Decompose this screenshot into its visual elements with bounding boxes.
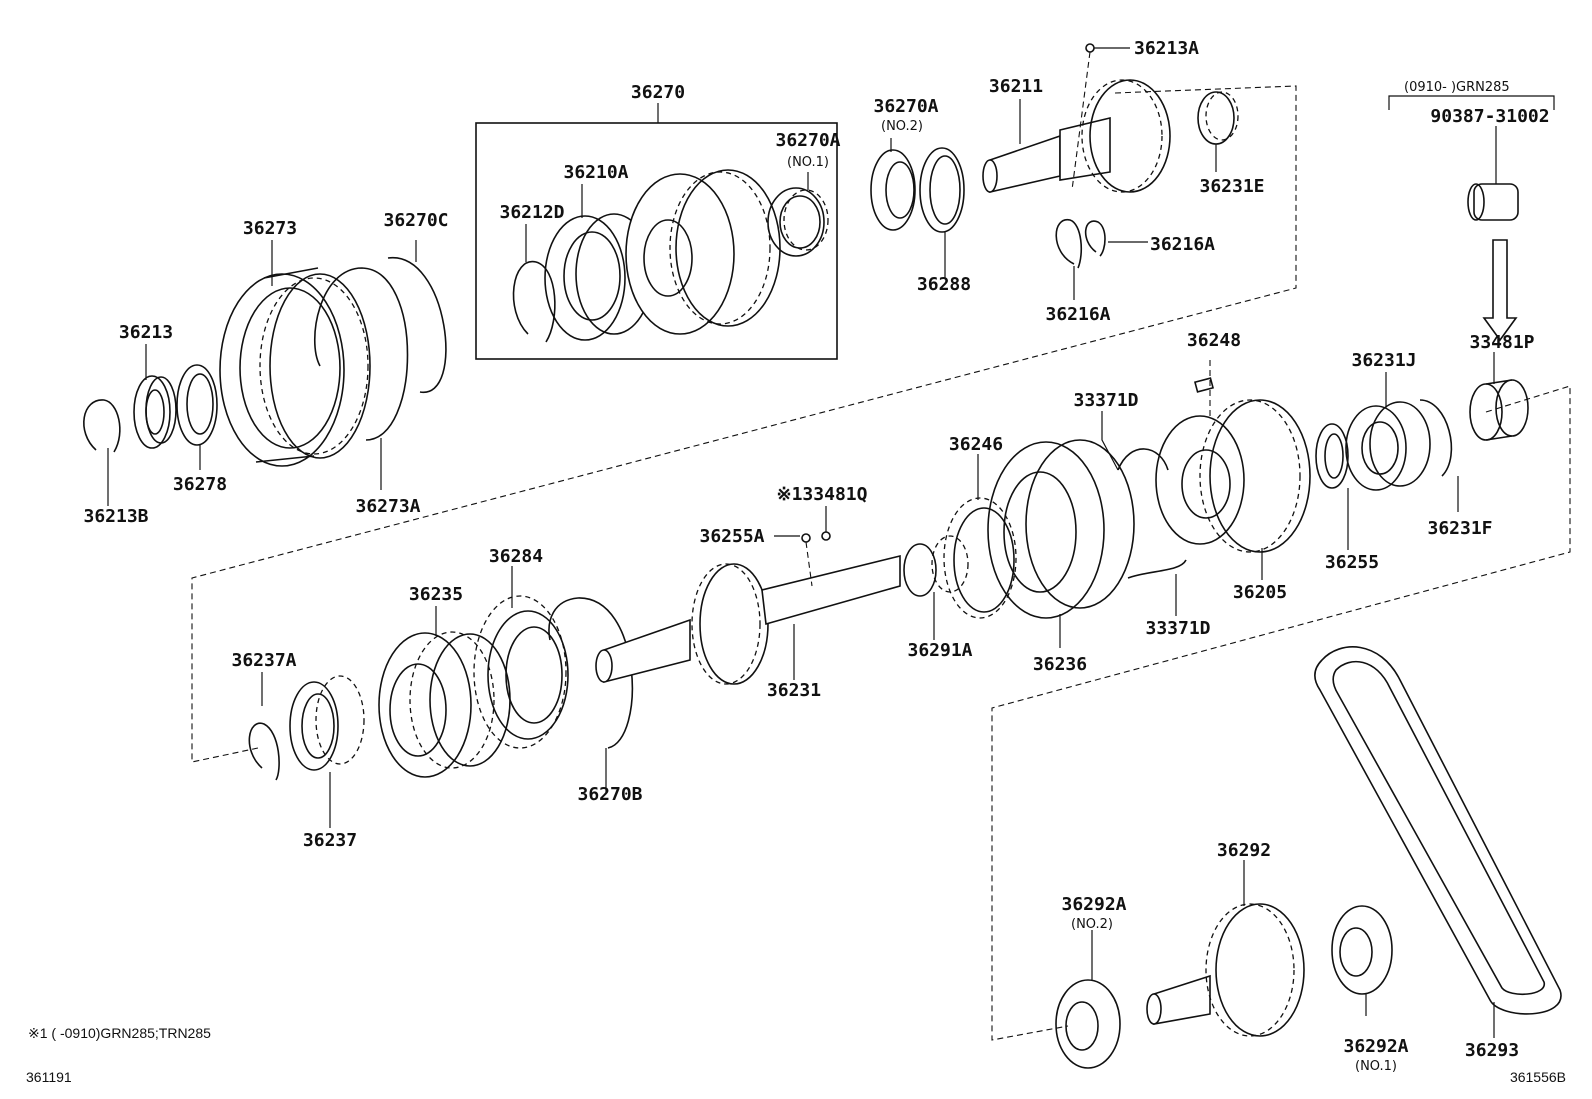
label-133481q: ※133481Q <box>777 484 868 505</box>
snap-ring-36231f <box>1419 399 1453 477</box>
label-36278: 36278 <box>173 474 227 495</box>
label-36292a-no2: 36292A <box>1061 894 1126 915</box>
synchronizer-ring-36284 <box>473 595 569 749</box>
label-90387-31002: 90387-31002 <box>1430 106 1549 127</box>
label-36216a-bottom: 36216A <box>1045 304 1110 325</box>
ring-gear-36273 <box>219 267 371 467</box>
snap-ring-33371d-top <box>1117 448 1169 471</box>
label-36270a-no1: 36270A <box>775 130 840 151</box>
label-36293: 36293 <box>1465 1040 1519 1061</box>
ref-number-right: 361556B <box>1510 1069 1566 1085</box>
washer-36255 <box>1315 423 1349 489</box>
ref-number-left: 361191 <box>26 1069 72 1085</box>
ring-36278 <box>176 364 218 446</box>
label-36216a-right: 36216A <box>1150 234 1215 255</box>
label-36255a: 36255A <box>699 526 764 547</box>
planet-carrier-36270 <box>625 169 781 335</box>
label-36212d: 36212D <box>499 202 564 223</box>
label-36231e: 36231E <box>1199 176 1264 197</box>
label-36246: 36246 <box>949 434 1003 455</box>
upper-group-outline <box>191 85 1297 763</box>
snap-ring-36216a-left <box>1055 219 1083 269</box>
middle-group-outline <box>991 385 1571 1041</box>
bearing-36292a-no1 <box>1331 905 1393 995</box>
leader-lines <box>107 43 1497 1038</box>
driven-sprocket-36292 <box>1146 903 1305 1037</box>
snap-ring-36273a <box>313 267 409 441</box>
bearing-36270a-no2 <box>870 149 916 231</box>
label-36213a: 36213A <box>1134 38 1199 59</box>
label-36213: 36213 <box>119 322 173 343</box>
label-33481p: 33481P <box>1469 332 1534 353</box>
label-no2-36270a: (NO.2) <box>881 119 923 134</box>
label-36231j: 36231J <box>1351 350 1416 371</box>
output-shaft-36211 <box>982 79 1171 194</box>
gear-36246 <box>943 497 1017 619</box>
label-36236: 36236 <box>1033 654 1087 675</box>
needle-bearing-36237 <box>289 675 365 771</box>
carrier-assembly-box <box>475 122 838 360</box>
label-36210a: 36210A <box>563 162 628 183</box>
bushing-33481p <box>1469 379 1529 441</box>
label-36231f: 36231F <box>1427 518 1492 539</box>
label-36235: 36235 <box>409 584 463 605</box>
label-36231: 36231 <box>767 680 821 701</box>
bearing-36270a-no1 <box>767 187 829 257</box>
bushing-90387-31002 <box>1467 183 1519 221</box>
washer-36288 <box>919 147 965 233</box>
label-36237a: 36237A <box>231 650 296 671</box>
label-no2-36292a: (NO.2) <box>1071 917 1113 932</box>
footnote: ※1 ( -0910)GRN285;TRN285 <box>28 1025 211 1041</box>
label-36270: 36270 <box>631 82 685 103</box>
label-36292a-no1: 36292A <box>1343 1036 1408 1057</box>
grn285-bracket <box>1388 95 1555 110</box>
snap-ring-36237a <box>248 722 280 781</box>
snap-ring-36270c <box>387 257 447 393</box>
snap-ring-36216a-right <box>1084 220 1106 257</box>
gear-36235 <box>378 631 511 778</box>
label-36237: 36237 <box>303 830 357 851</box>
label-33371d-bottom: 33371D <box>1145 618 1210 639</box>
label-36205: 36205 <box>1233 582 1287 603</box>
snap-ring-33371d-bottom <box>1127 559 1187 579</box>
snap-ring-36213b <box>83 399 121 453</box>
part-labels: 36270 36270A (NO.1) 36210A 36212D 36273 … <box>83 38 1549 1074</box>
label-36248: 36248 <box>1187 330 1241 351</box>
label-36273: 36273 <box>243 218 297 239</box>
label-36288: 36288 <box>917 274 971 295</box>
label-no1-36270a: (NO.1) <box>787 155 829 170</box>
label-36255: 36255 <box>1325 552 1379 573</box>
label-36270c: 36270C <box>383 210 448 231</box>
label-36273a: 36273A <box>355 496 420 517</box>
label-36211: 36211 <box>989 76 1043 97</box>
bearing-36231e <box>1197 91 1239 145</box>
snap-ring-36270b <box>548 597 634 749</box>
bearing-36231j <box>1345 401 1431 491</box>
key-36248 <box>1193 377 1215 393</box>
label-33371d-top: 33371D <box>1073 390 1138 411</box>
label-36291a: 36291A <box>907 640 972 661</box>
ring-36213 <box>133 375 177 449</box>
label-36270a-no2: 36270A <box>873 96 938 117</box>
input-shaft-36231 <box>595 554 901 685</box>
hub-sleeve-36236 <box>987 439 1135 619</box>
drive-sprocket-36205 <box>1155 399 1311 553</box>
arrow-down-icon <box>1482 239 1518 342</box>
label-grn285-range: (0910- )GRN285 <box>1404 80 1510 95</box>
label-36292: 36292 <box>1217 840 1271 861</box>
drive-chain-36293 <box>1314 646 1562 1015</box>
bearing-36292a-no2 <box>1055 979 1121 1069</box>
label-36270b: 36270B <box>577 784 642 805</box>
label-36284: 36284 <box>489 546 543 567</box>
label-36213b: 36213B <box>83 506 148 527</box>
label-no1-36292a: (NO.1) <box>1355 1059 1397 1074</box>
